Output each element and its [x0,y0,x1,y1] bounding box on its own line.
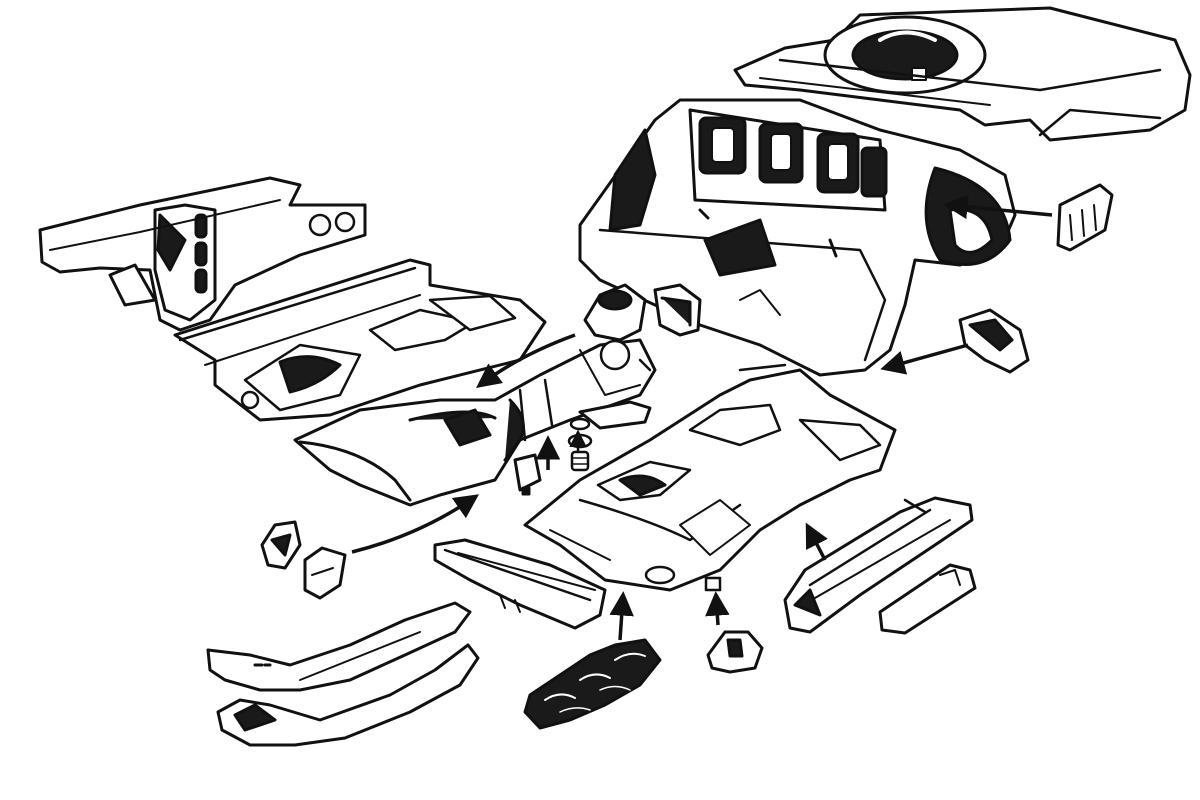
rear-bracket-lower [958,308,1030,374]
arrow-lower-bracket [880,343,969,375]
side-rail-cover [878,563,977,635]
nut-washer-stack [567,417,593,472]
rear-bulkhead-assembly [578,98,1017,377]
heat-shield [523,638,662,730]
channel-rail [433,538,607,630]
arrow-bracket-to-bulkhead [943,194,1053,220]
front-crossmember [38,176,367,332]
sill-member-upper [206,601,472,692]
floor-mount-bracket [704,576,764,674]
side-rail [783,496,974,634]
tunnel-bracket [578,400,652,430]
arrow-shield-up [609,591,634,641]
rear-floor-pan [523,363,897,592]
assembly-arrows [351,194,1053,641]
arrow-floor-to-tunnel [476,333,576,388]
arrow-rail-up [805,522,828,561]
rear-bracket-upper [1056,183,1114,252]
tunnel-mount [583,283,702,342]
small-mount-tunnel [513,453,542,496]
arrow-mount-up-right [705,591,730,626]
sill-member-lower [216,643,480,747]
small-bracket-b [303,546,347,600]
rear-deck-panel [733,6,1192,142]
arrow-brackets-to-tunnel [351,494,480,554]
small-bracket-a [260,520,302,570]
center-tunnel [293,338,657,507]
front-floor-pan-left [173,258,547,422]
